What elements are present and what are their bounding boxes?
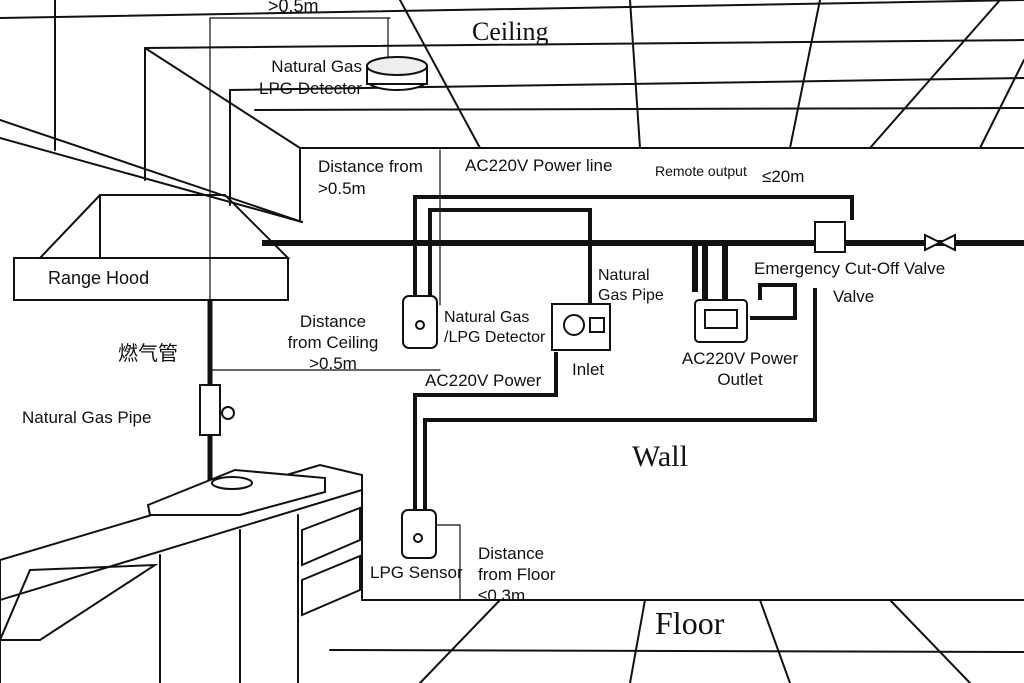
- cabinets: [0, 0, 303, 223]
- range-hood: [13, 194, 291, 301]
- label-remote-output: Remote output: [655, 163, 747, 179]
- label-lpg-sensor: LPG Sensor: [370, 563, 463, 582]
- label-distance-from: Distance from>0.5m: [318, 157, 423, 198]
- main-gas-pipe: [262, 240, 1024, 300]
- label-floor: Floor: [655, 605, 725, 641]
- label-ceiling: Ceiling: [472, 17, 549, 46]
- label-remote-distance: ≤20m: [762, 167, 804, 186]
- label-valve: Valve: [833, 287, 874, 306]
- floor-lines: [329, 599, 1024, 683]
- wiring: [413, 195, 854, 510]
- label-inlet: Inlet: [572, 360, 604, 379]
- lpg-sensor: [401, 509, 437, 559]
- label-range-hood: Range Hood: [48, 268, 149, 288]
- label-top-distance: >0.5m: [268, 0, 319, 16]
- label-chinese-gas-pipe: 燃气管: [118, 342, 178, 365]
- label-natural-gas-pipe-left: Natural Gas Pipe: [22, 408, 151, 427]
- label-wall-detector: Natural Gas/LPG Detector: [444, 309, 546, 346]
- label-wall: Wall: [632, 440, 688, 473]
- gas-valve: [814, 221, 956, 253]
- ceiling-detector: [366, 56, 428, 91]
- gas-regulator: [199, 300, 235, 480]
- inlet-socket: [551, 303, 611, 351]
- ceiling-grid: [0, 0, 1024, 149]
- wall-detector: [402, 295, 438, 349]
- label-ac-power: AC220V Power: [425, 371, 542, 390]
- label-ac-power-line: AC220V Power line: [465, 156, 612, 175]
- label-emergency-valve: Emergency Cut-Off Valve: [754, 259, 945, 278]
- power-outlet: [694, 299, 748, 343]
- counter: [0, 463, 363, 683]
